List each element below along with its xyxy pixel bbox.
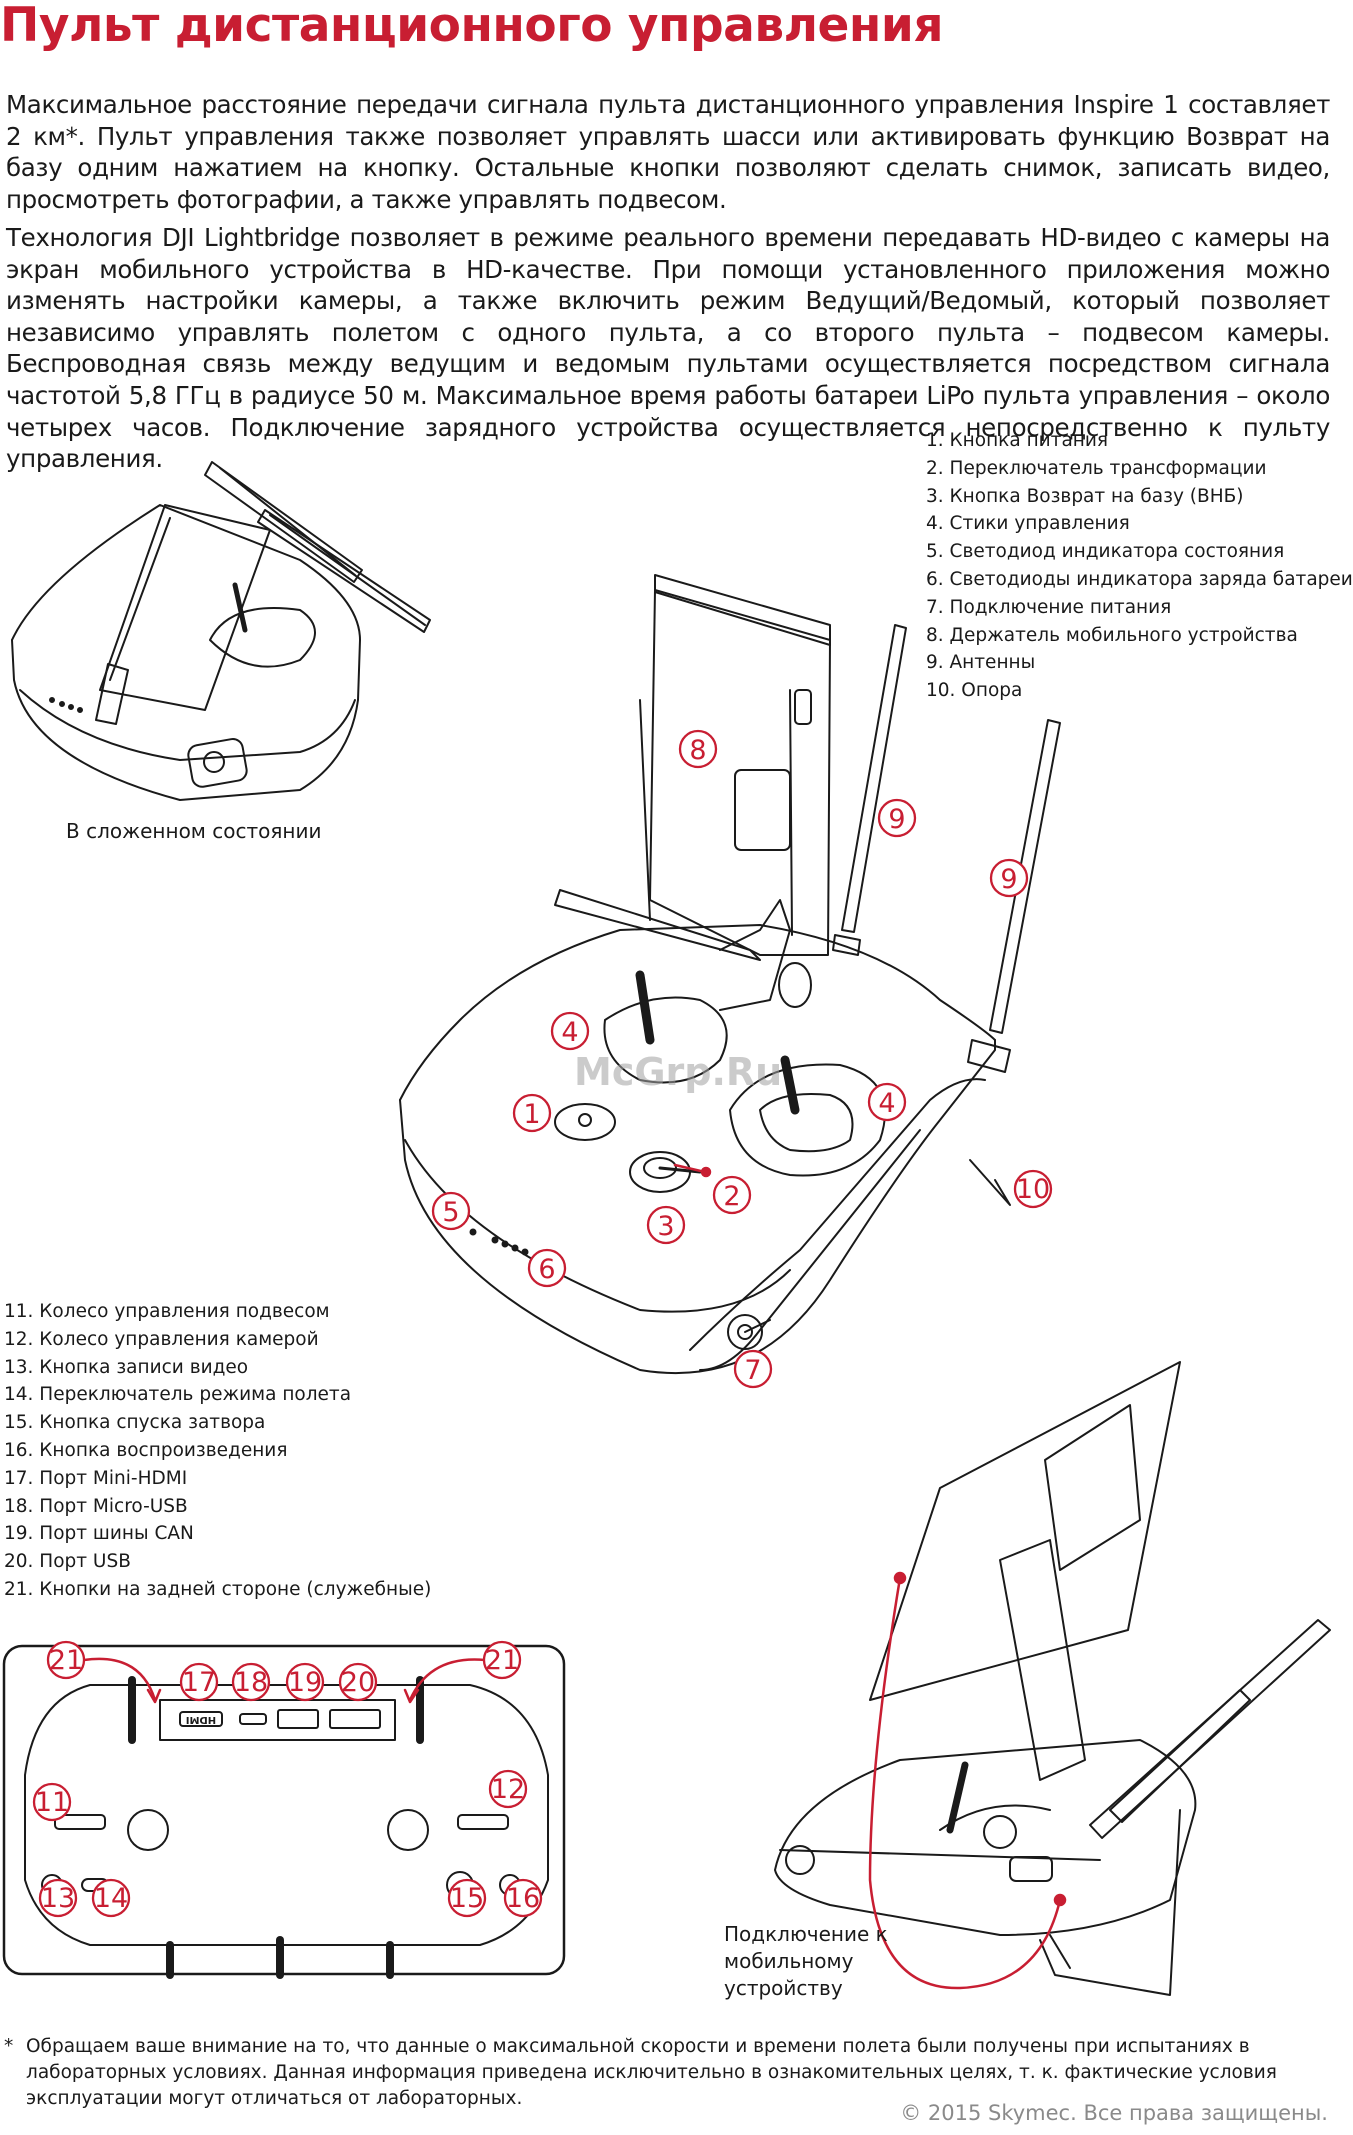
svg-text:14: 14	[94, 1883, 128, 1914]
marker-13: 13	[38, 1878, 78, 1918]
svg-text:18: 18	[234, 1667, 268, 1698]
marker-7: 7	[733, 1349, 773, 1389]
page-title: Пульт дистанционного управления	[0, 0, 944, 53]
marker-20: 20	[338, 1662, 378, 1702]
mobile-connection-caption: Подключение к мобильному устройству	[724, 1922, 888, 2000]
marker-21b: 21	[482, 1640, 522, 1680]
marker-9a: 9	[877, 798, 917, 838]
marker-16: 16	[503, 1878, 543, 1918]
footnote: * Обращаем ваше внимание на то, что данн…	[4, 2034, 1324, 2112]
remote-controller-diagrams: 1 2 3 4 4 5 6 7 8 9 9 10 11 12 13 14 15 …	[2, 461, 1331, 1996]
marker-10: 10	[1013, 1169, 1053, 1209]
marker-3: 3	[646, 1205, 686, 1245]
legend-bottom: 11. Колесо управления подвесом 12. Колес…	[4, 1298, 431, 1604]
svg-text:9: 9	[1000, 864, 1017, 895]
svg-text:10: 10	[1016, 1174, 1050, 1205]
folded-caption: В сложенном состоянии	[66, 819, 322, 843]
marker-1: 1	[512, 1093, 552, 1133]
svg-text:16: 16	[506, 1883, 540, 1914]
svg-text:6: 6	[538, 1254, 555, 1285]
marker-4b: 4	[867, 1082, 907, 1122]
svg-text:8: 8	[689, 735, 706, 766]
legend-item: 10. Опора	[926, 680, 1023, 702]
svg-text:4: 4	[561, 1017, 578, 1048]
legend-item: 9. Антенны	[926, 652, 1036, 674]
legend-item: 5. Светодиод индикатора состояния	[926, 541, 1285, 563]
marker-6: 6	[527, 1248, 567, 1288]
svg-text:19: 19	[288, 1667, 322, 1698]
watermark: McGrp.Ru	[574, 1050, 783, 1094]
marker-9b: 9	[989, 858, 1029, 898]
marker-21a: 21	[46, 1640, 86, 1680]
legend-item: 6. Светодиоды индикатора заряда батареи	[926, 568, 1353, 590]
marker-4a: 4	[550, 1011, 590, 1051]
rear-view-drawing	[2, 1644, 566, 1979]
lightbridge-paragraph: Технология DJI Lightbridge позволяет в р…	[6, 223, 1330, 474]
marker-15: 15	[447, 1878, 487, 1918]
svg-text:3: 3	[657, 1211, 674, 1242]
legend-item: 4. Стики управления	[926, 513, 1130, 535]
intro-paragraph: Максимальное расстояние передачи сигнала…	[6, 90, 1330, 214]
svg-text:9: 9	[888, 804, 905, 835]
legend-item: 21. Кнопки на задней стороне (служебные)	[4, 1578, 432, 1600]
folded-controller-drawing	[11, 461, 431, 801]
legend-item: 13. Кнопка записи видео	[4, 1356, 249, 1378]
callout-markers: 1 2 3 4 4 5 6 7 8 9 9 10 11 12 13 14 15 …	[32, 729, 1053, 1918]
svg-text:17: 17	[182, 1667, 216, 1698]
svg-text:20: 20	[341, 1667, 375, 1698]
legend-item: 15. Кнопка спуска затвора	[4, 1412, 266, 1434]
hdmi-port-label: HDMI	[186, 1714, 216, 1725]
legend-item: 19. Порт шины CAN	[4, 1523, 194, 1545]
svg-text:21: 21	[485, 1645, 519, 1676]
legend-item: 8. Держатель мобильного устройства	[926, 624, 1298, 646]
svg-text:5: 5	[442, 1197, 459, 1228]
legend-item: 16. Кнопка воспроизведения	[4, 1439, 288, 1461]
marker-5: 5	[431, 1191, 471, 1231]
marker-18: 18	[231, 1662, 271, 1702]
marker-8: 8	[678, 729, 718, 769]
mobile-connection-drawing	[774, 1361, 1331, 1996]
marker-19: 19	[285, 1662, 325, 1702]
svg-text:7: 7	[744, 1355, 761, 1386]
legend-item: 14. Переключатель режима полета	[4, 1384, 352, 1406]
legend-item: 2. Переключатель трансформации	[926, 457, 1267, 479]
main-controller-drawing	[399, 574, 1061, 1374]
footnote-asterisk: *	[4, 2036, 14, 2057]
legend-item: 17. Порт Mini-HDMI	[4, 1467, 188, 1489]
legend-item: 20. Порт USB	[4, 1551, 131, 1573]
marker-2: 2	[712, 1175, 752, 1215]
legend-item: 3. Кнопка Возврат на базу (ВНБ)	[926, 485, 1244, 507]
svg-text:1: 1	[523, 1099, 540, 1130]
marker-11: 11	[32, 1782, 72, 1822]
legend-item: 18. Порт Micro-USB	[4, 1495, 188, 1517]
connector-lines	[82, 1163, 1067, 1990]
svg-text:4: 4	[878, 1088, 895, 1119]
footnote-text: Обращаем ваше внимание на то, что данные…	[26, 2036, 1277, 2109]
legend-item: 11. Колесо управления подвесом	[4, 1301, 330, 1322]
legend-item: 12. Колесо управления камерой	[4, 1328, 319, 1350]
svg-text:11: 11	[35, 1787, 69, 1818]
svg-text:13: 13	[41, 1883, 75, 1914]
copyright: © 2015 Skymec. Все права защищены.	[900, 2101, 1328, 2125]
marker-14: 14	[91, 1878, 131, 1918]
svg-text:21: 21	[49, 1645, 83, 1676]
marker-12: 12	[488, 1769, 528, 1809]
legend-top: 1. Кнопка питания 2. Переключатель транс…	[926, 427, 1353, 705]
legend-item: 7. Подключение питания	[926, 596, 1172, 618]
svg-text:12: 12	[491, 1774, 525, 1805]
svg-text:2: 2	[723, 1181, 740, 1212]
marker-17: 17	[179, 1662, 219, 1702]
svg-text:15: 15	[450, 1883, 484, 1914]
legend-item: 1. Кнопка питания	[926, 430, 1109, 451]
